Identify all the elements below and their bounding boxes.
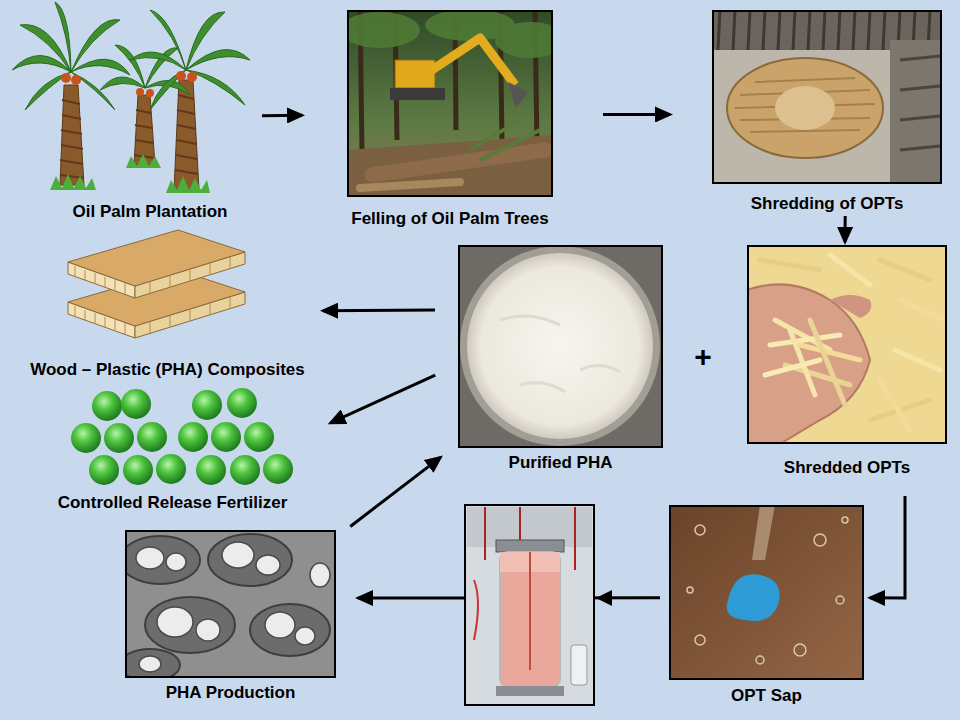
panel-caption: Wood – Plastic (PHA) Composites xyxy=(3,360,333,380)
bioreactor-photo xyxy=(465,505,594,705)
photo-panel: Purified PHA xyxy=(458,245,663,448)
flow-arrow xyxy=(844,216,847,242)
panel-caption: Shredded OPTs xyxy=(682,458,960,478)
flow-arrow xyxy=(358,596,660,599)
illustration-panel: Wood – Plastic (PHA) Composites xyxy=(15,237,320,358)
illustration-panel: Oil Palm Plantation xyxy=(50,5,250,190)
composite-board-illustration xyxy=(68,230,245,338)
flow-arrow xyxy=(603,113,670,116)
panel-caption: Shredding of OPTs xyxy=(662,194,960,214)
panel-caption: PHA Production xyxy=(66,683,396,703)
shredded-fibre-photo xyxy=(747,245,947,444)
panel-caption: Purified PHA xyxy=(396,453,726,473)
sap-photo xyxy=(669,505,864,680)
photo-panel: OPT Sap xyxy=(669,505,864,680)
felling-photo xyxy=(347,10,553,197)
photo-panel: Shredding of OPTs xyxy=(712,10,942,184)
flow-arrow xyxy=(262,114,302,118)
panel-caption: Controlled Release Fertilizer xyxy=(8,493,338,513)
flow-arrow xyxy=(870,496,905,598)
panel-caption: OPT Sap xyxy=(602,686,932,706)
panel-caption: Felling of Oil Palm Trees xyxy=(285,209,615,229)
flow-arrow xyxy=(350,457,440,526)
photo-panel: Shredded OPTs xyxy=(747,245,947,444)
fertilizer-granules xyxy=(71,388,293,485)
palm-tree-illustration xyxy=(12,2,250,193)
flow-arrow xyxy=(323,309,435,313)
plus-sign: + xyxy=(688,340,718,374)
illustration-panel: Controlled Release Fertilizer xyxy=(30,390,315,490)
photo-panel: Felling of Oil Palm Trees xyxy=(347,10,553,197)
photo-panel: PHA Production xyxy=(125,530,336,678)
pha-granule-micrograph xyxy=(125,530,336,678)
shredding-photo xyxy=(712,10,942,184)
panel-caption: Oil Palm Plantation xyxy=(0,202,315,222)
arrow-head xyxy=(596,590,612,606)
pha-powder-photo xyxy=(458,245,663,448)
flow-arrow xyxy=(330,375,435,423)
